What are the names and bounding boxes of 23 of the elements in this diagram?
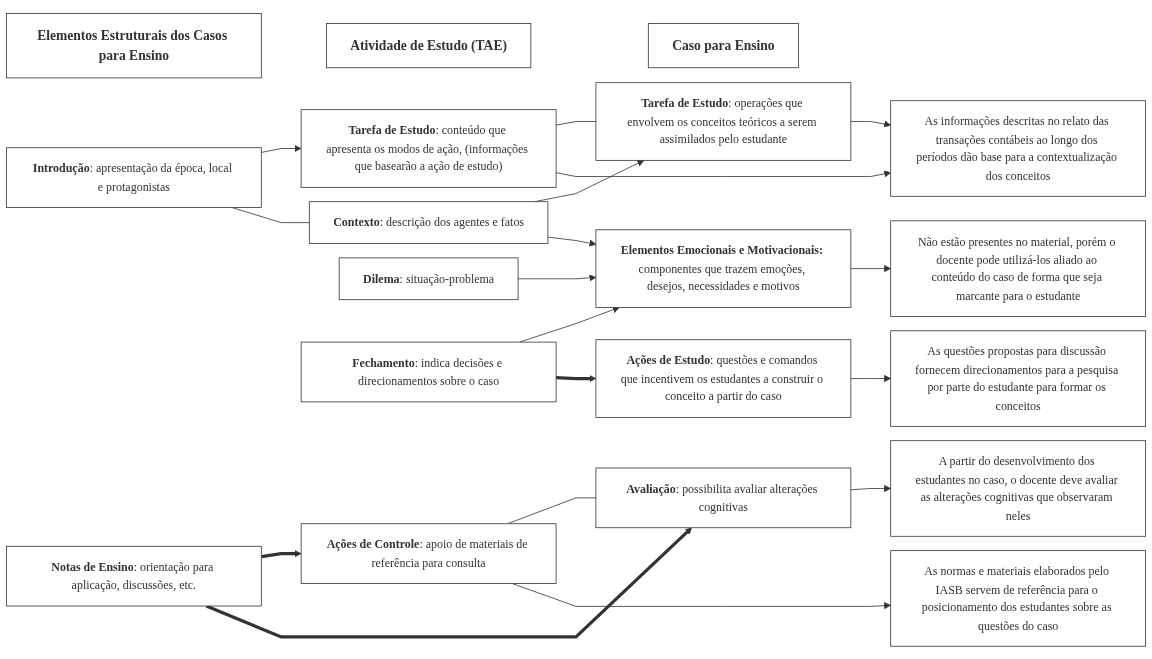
node-box: Caso para Ensino [647,22,799,68]
node-box: Contexto: descrição dos agentes e fatos [308,201,549,244]
node-box: Tarefa de Estudo: operações que envolvem os conceitos teóricos a serem assimilados pelo estudante [595,81,852,161]
node-box: Fechamento: indica decisões e direcionamentos sobre o caso [300,341,557,402]
node-box: Elementos Emocionais e Motivacionais: componentes que trazem emoções, desejos, necessidades e motivos [595,229,852,308]
node-box: As normas e materiais elaborados pelo IASB servem de referência para o posicionamento dos estudantes sobre as questões do caso [890,549,1147,647]
node-box: Ações de Estudo: questões e comandos que incentivem os estudantes a construir o conceito a partir do caso [595,339,852,418]
arrow [205,527,693,639]
node-box: Elementos Estruturais dos Casos para Ensino [5,12,262,78]
arrow [261,549,302,558]
node-box: A partir do desenvolvimento dos estudantes no caso, o docente deve avaliar as alterações cognitivas que observaram neles [890,440,1147,537]
node-box: Não estão presentes no material, porém o docente pode utilizá-los aliado ao conteúdo do caso de forma que seja marcante para o estudante [890,220,1147,317]
node-box: Avaliação: possibilita avaliar alterações cognitivas [595,467,852,528]
node-box: Dilema: situação-problema [338,257,519,300]
node-box: Ações de Controle: apoio de materiais de referência para consulta [300,523,557,584]
node-box: As questões propostas para discussão fornecem direcionamentos para a pesquisa por parte do estudante para formar os conceitos [890,330,1147,427]
arrow [556,374,597,382]
node-box: Tarefa de Estudo: conteúdo que apresenta os modos de ação, (informações que basearão a ação de estudo) [300,108,557,188]
node-box: Introdução: apresentação da época, local e protagonistas [5,147,262,208]
node-box: Notas de Ensino: orientação para aplicação, discussões, etc. [5,545,262,607]
node-box: As informações descritas no relato das transações contábeis ao longo dos períodos dão base para a contextualização dos conceitos [890,100,1147,197]
connector [555,120,597,126]
node-box: Atividade de Estudo (TAE) [326,22,532,68]
